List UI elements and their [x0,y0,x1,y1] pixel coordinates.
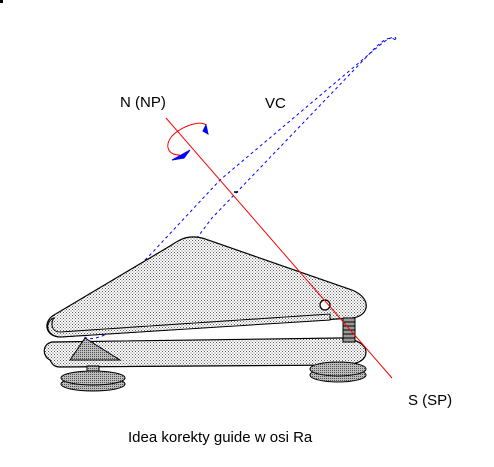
corner-mark [0,0,3,3]
south-label: S (SP) [408,392,452,409]
rotation-arrow [167,122,209,161]
pivot-triangle [69,337,122,361]
caption: Idea korekty guide w osi Ra [128,429,313,446]
adjustment-screw [342,317,356,343]
vc-label: VC [265,95,286,112]
north-label: N (NP) [120,94,166,111]
platform-edge [47,313,331,338]
left-foot [60,365,126,392]
polar-axis-line [165,117,393,379]
base-plate [43,337,367,368]
pivot-circle [319,299,331,311]
vc-outline [83,36,397,340]
right-foot [309,361,367,383]
